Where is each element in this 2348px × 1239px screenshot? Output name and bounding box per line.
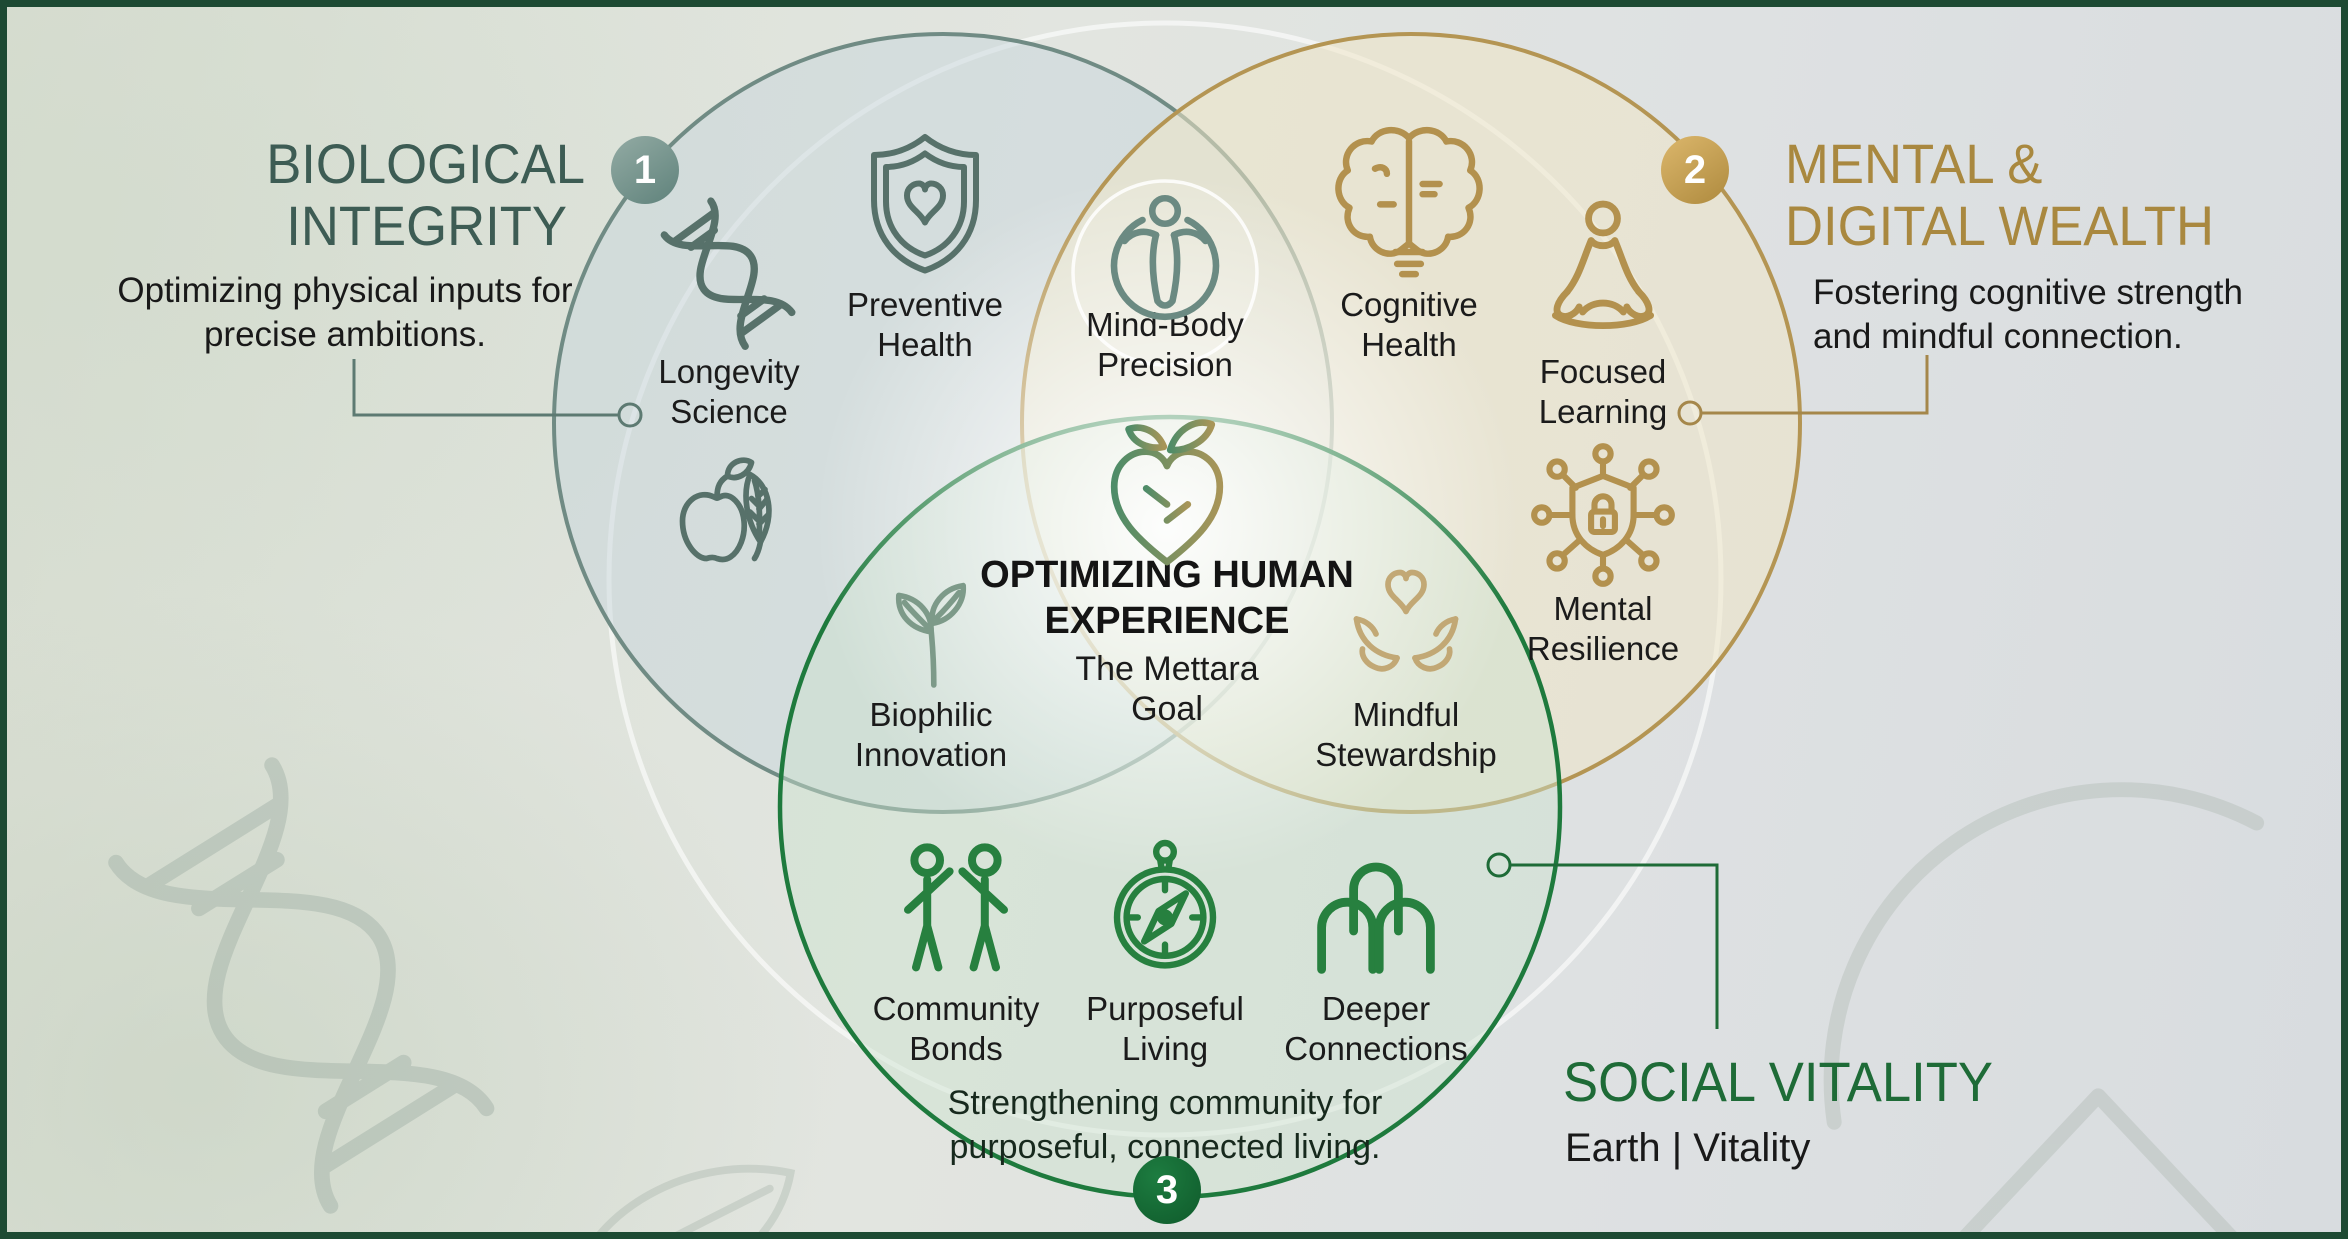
- dna-watermark-icon: [108, 757, 495, 1214]
- social-description: Strengthening community for purposeful, …: [947, 1084, 1383, 1167]
- purposeful-label: Purposeful Living: [1086, 990, 1244, 1067]
- community-label: Community Bonds: [872, 990, 1040, 1067]
- dna-icon: [660, 197, 796, 350]
- preventive-label: Preventive Health: [847, 286, 1003, 363]
- social-subtitle: Earth | Vitality: [1565, 1126, 1811, 1170]
- mental-subtitle: Fostering cognitive strength and mindful…: [1813, 273, 2243, 357]
- mental-title: MENTAL & DIGITAL WEALTH: [1785, 132, 2214, 257]
- refresh-arrow-watermark-icon: [1823, 782, 2265, 1232]
- sprout-icon: [895, 582, 967, 688]
- cognitive-label: Cognitive Health: [1340, 286, 1478, 363]
- badge-3-number: 3: [1155, 1167, 1179, 1212]
- biophilic-label: Biophilic Innovation: [854, 696, 1008, 773]
- badge-3: 3: [1133, 1156, 1201, 1224]
- longevity-label: Longevity Science: [658, 353, 800, 430]
- apple-leaf-icon: [679, 457, 772, 563]
- shield-lock-network-icon: [1531, 443, 1675, 587]
- hands-heart-icon: [1353, 569, 1459, 672]
- focused-label: Focused Learning: [1538, 353, 1668, 430]
- biological-connector-line: [352, 359, 643, 428]
- badge-1: 1: [611, 136, 679, 204]
- arches-icon: [1317, 862, 1435, 974]
- biological-title: BIOLOGICAL INTEGRITY: [266, 132, 586, 257]
- heart-sprout-icon: [1110, 419, 1224, 566]
- biological-subtitle: Optimizing physical inputs for precise a…: [117, 271, 573, 355]
- center-subtitle: The Mettara Goal: [1075, 650, 1259, 729]
- mindful-label: Mindful Stewardship: [1315, 696, 1497, 773]
- resilience-label: Mental Resilience: [1526, 590, 1680, 667]
- badge-1-number: 1: [633, 147, 657, 192]
- badge-2-number: 2: [1683, 147, 1707, 192]
- mental-connector-line: [1677, 355, 1929, 426]
- person-circle-icon: [1110, 194, 1220, 320]
- meditation-icon: [1552, 200, 1654, 329]
- brain-bulb-icon: [1335, 127, 1483, 278]
- two-people-highfive-icon: [904, 843, 1008, 972]
- social-title: SOCIAL VITALITY: [1563, 1050, 1994, 1113]
- compass-icon: [1113, 839, 1217, 969]
- badge-2: 2: [1661, 136, 1729, 204]
- shield-heart-icon: [871, 134, 979, 274]
- leaf-watermark-icon: [596, 1164, 796, 1232]
- deeper-label: Deeper Connections: [1284, 990, 1468, 1067]
